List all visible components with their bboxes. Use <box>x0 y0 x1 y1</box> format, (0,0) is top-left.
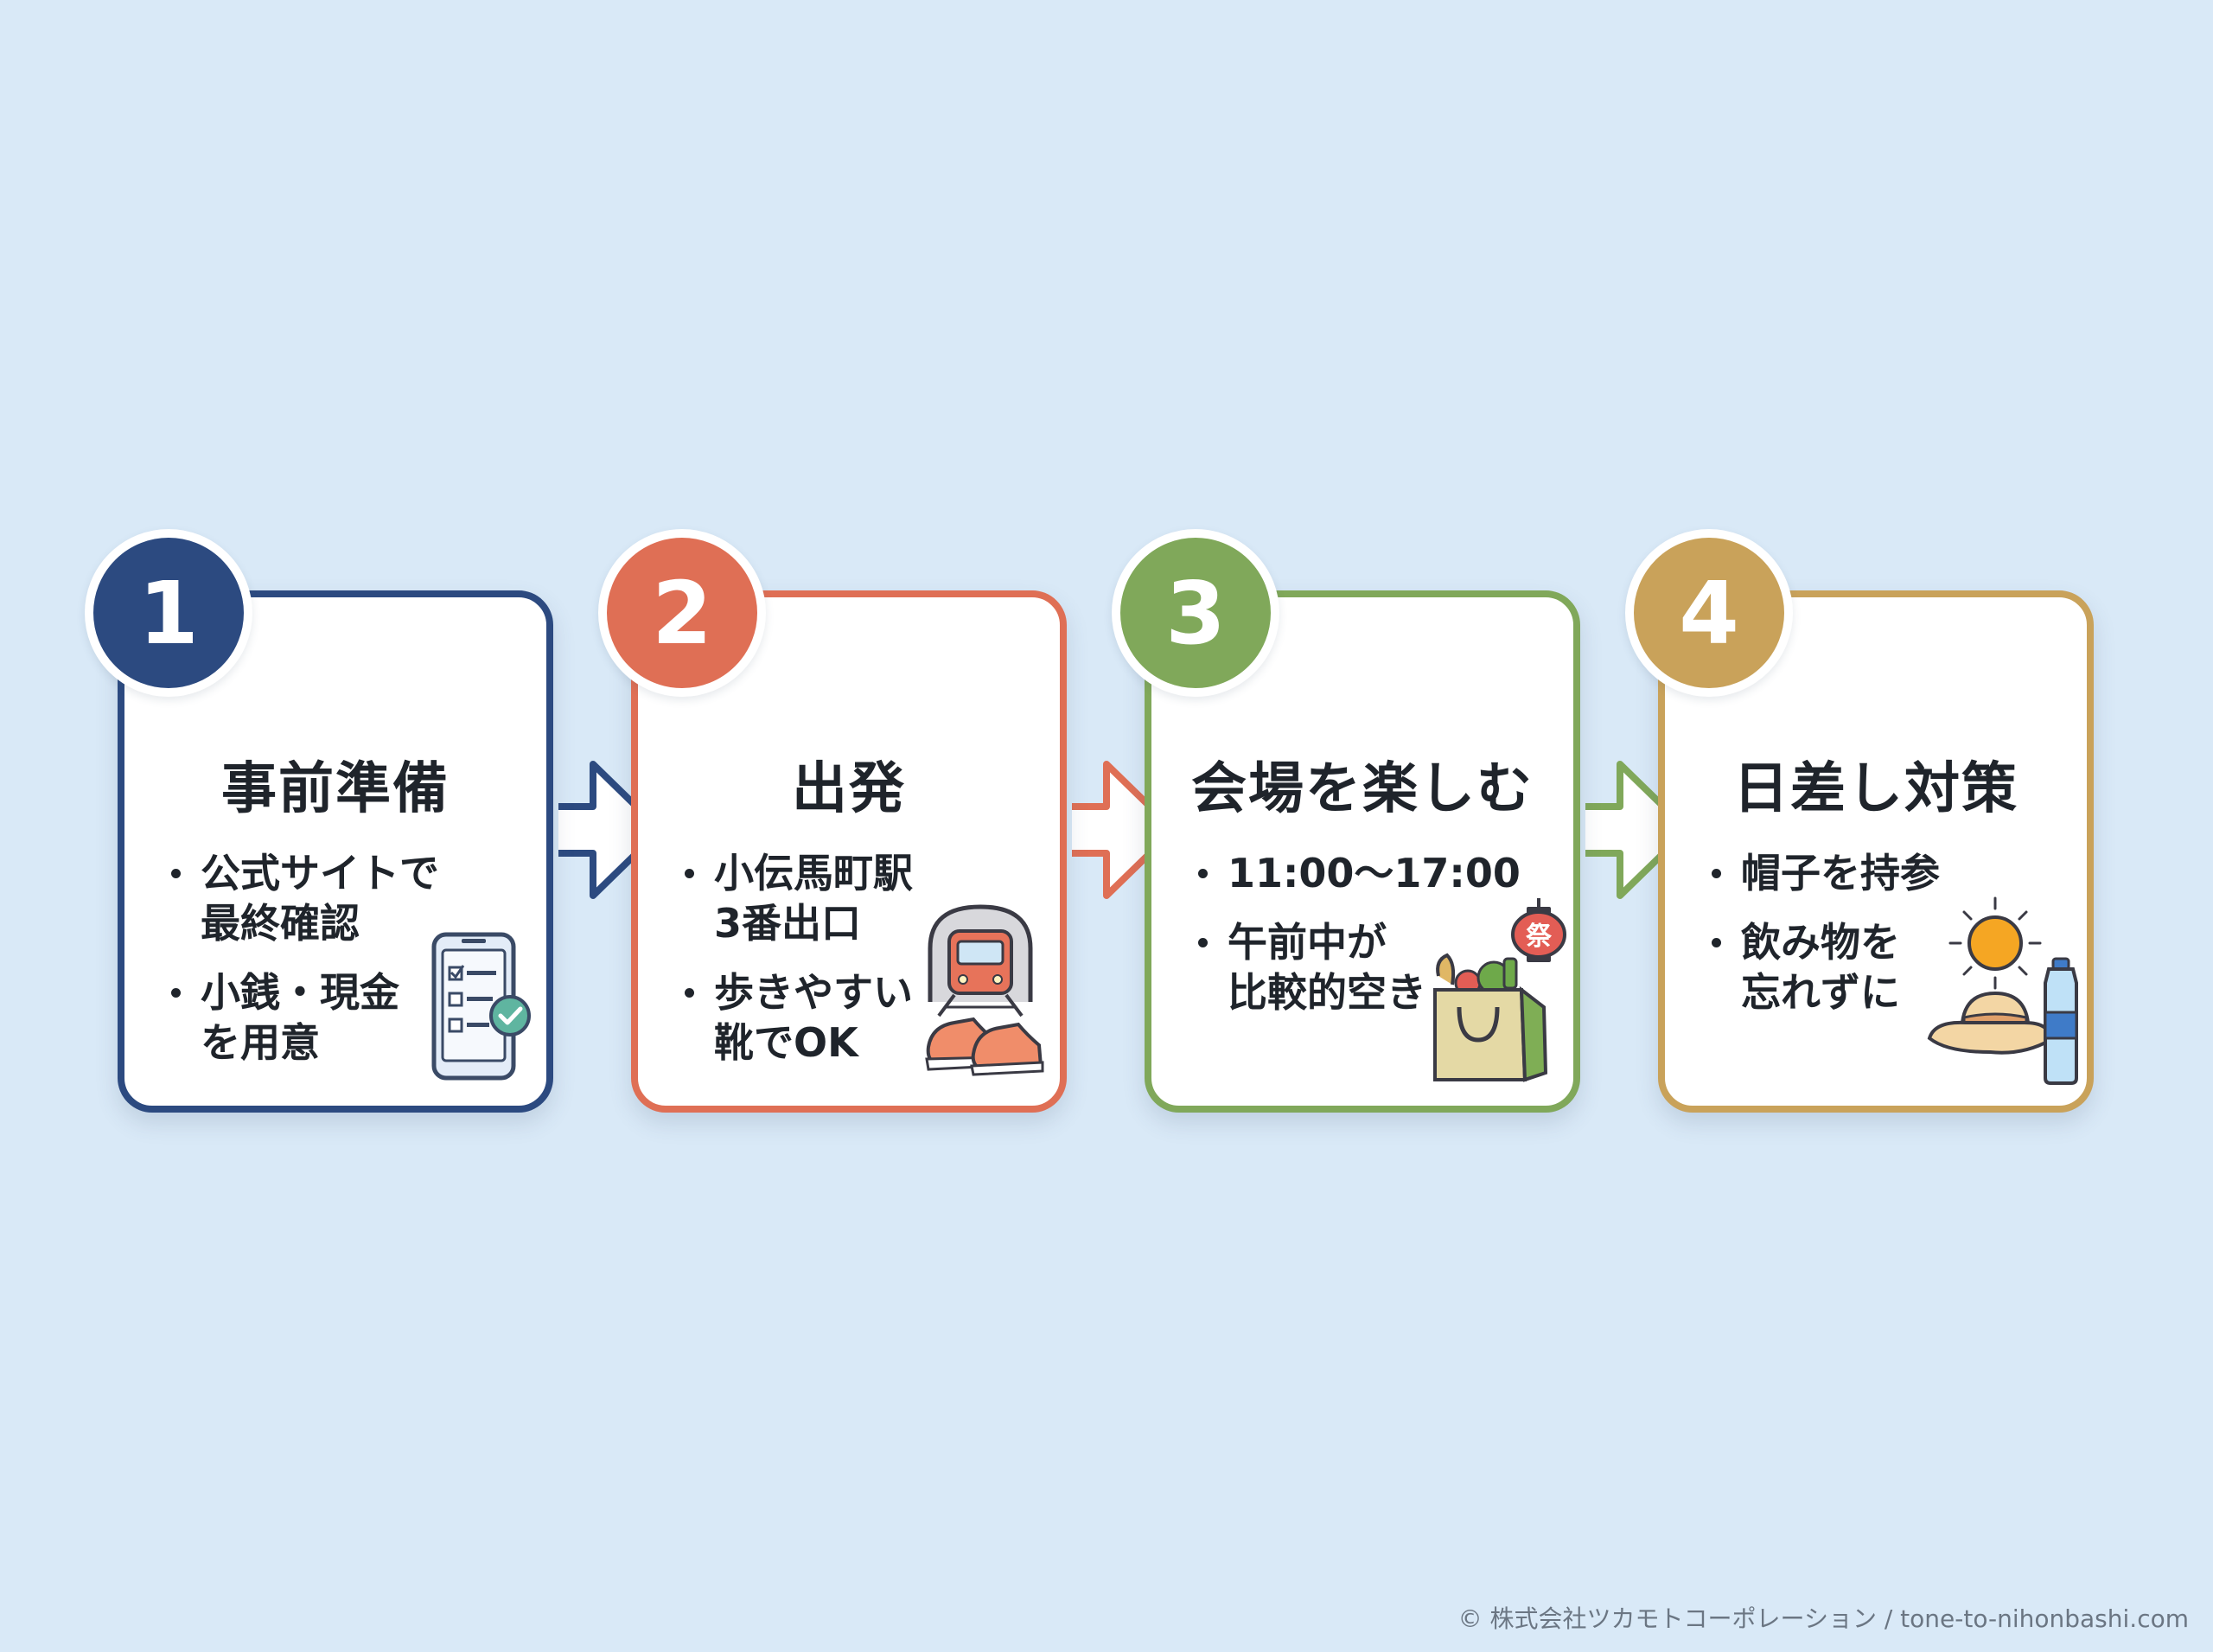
bullet-text: 午前中が <box>1228 919 1387 966</box>
step-card-preparation: 事前準備 公式サイトで最終確認小銭・現金を用意 <box>118 590 553 1113</box>
bullet-text: 小銭・現金 <box>201 969 399 1016</box>
bullet-text: 忘れずに <box>1741 969 1900 1016</box>
bullet-text: を用意 <box>201 1019 320 1066</box>
train-and-shoes-icon <box>925 904 1044 1076</box>
copyright-footer: © 株式会社ツカモトコーポレーション / tone-to-nihonbashi.… <box>1457 1604 2189 1633</box>
bullet-item: 飲み物を忘れずに <box>1706 917 2052 1017</box>
step-bullets: 11:00〜17:00 午前中が比較的空き <box>1193 848 1539 1036</box>
step-number-badge: 1 <box>85 529 252 697</box>
step-bullets: 公式サイトで最終確認小銭・現金を用意 <box>166 848 512 1087</box>
bullet-dot-icon <box>685 988 694 998</box>
smartphone-checklist-icon <box>431 932 531 1081</box>
shopping-bag-lantern-icon: 祭 <box>1433 898 1566 1082</box>
bullet-text: 歩きやすい <box>714 969 913 1016</box>
bullet-text: 最終確認 <box>201 900 360 947</box>
bullet-item: 11:00〜17:00 <box>1193 848 1539 898</box>
bullet-text: 小伝馬町駅 <box>714 850 913 896</box>
bullet-dot-icon <box>1712 869 1721 878</box>
svg-text:祭: 祭 <box>1526 922 1553 952</box>
step-title: 事前準備 <box>221 757 450 821</box>
step-title: 日差し対策 <box>1733 757 2018 821</box>
bullet-item: 公式サイトで最終確認 <box>166 848 512 948</box>
bullet-text: 11:00〜17:00 <box>1228 850 1521 896</box>
bullet-text: 3番出口 <box>714 900 862 947</box>
step-title: 出発 <box>792 757 906 821</box>
bullet-item: 午前中が比較的空き <box>1193 917 1539 1017</box>
bullet-text: 靴でOK <box>714 1019 858 1066</box>
sun-hat-water-bottle-icon <box>1927 896 2078 1085</box>
bullet-dot-icon <box>1712 938 1721 947</box>
step-number-badge: 4 <box>1625 529 1793 697</box>
bullet-item: 帽子を持参 <box>1706 848 2052 898</box>
bullet-text: 公式サイトで <box>201 850 439 896</box>
bullet-text: 飲み物を <box>1741 919 1900 966</box>
bullet-dot-icon <box>171 988 181 998</box>
bullet-item: 小銭・現金を用意 <box>166 967 512 1068</box>
bullet-text: 帽子を持参 <box>1741 850 1940 896</box>
bullet-text: 比較的空き <box>1228 969 1426 1016</box>
bullet-item: 歩きやすい靴でOK <box>679 967 1025 1068</box>
bullet-dot-icon <box>1198 938 1208 947</box>
bullet-dot-icon <box>685 869 694 878</box>
step-bullets: 帽子を持参飲み物を忘れずに <box>1706 848 2052 1036</box>
step-number-badge: 3 <box>1112 529 1279 697</box>
bullet-dot-icon <box>171 869 181 878</box>
bullet-dot-icon <box>1198 869 1208 878</box>
step-title: 会場を楽しむ <box>1191 757 1534 821</box>
step-number-badge: 2 <box>598 529 766 697</box>
